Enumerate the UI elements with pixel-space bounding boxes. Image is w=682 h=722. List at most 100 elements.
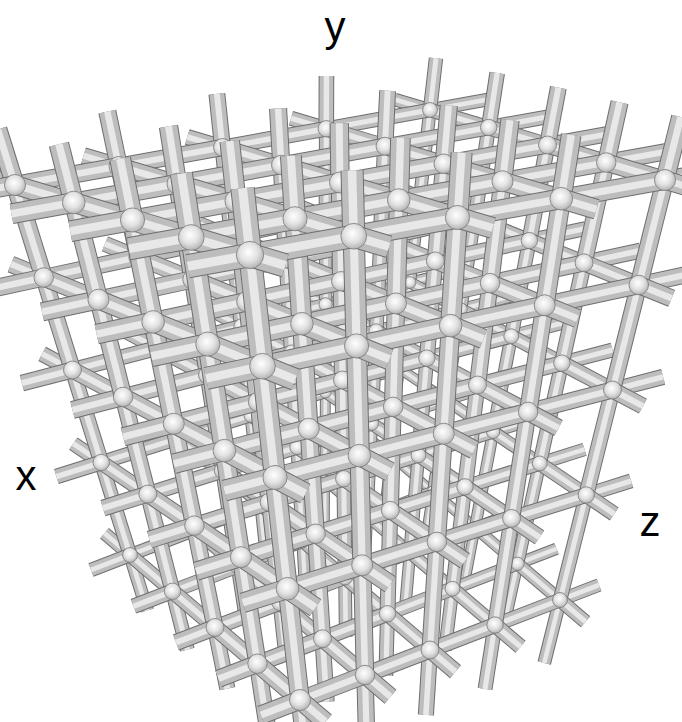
rod-highlight [437,518,512,541]
rod-outline [309,429,316,534]
lattice-joint [291,312,314,335]
lattice-joint [341,223,367,249]
rod-outline [390,407,393,510]
lattice-joint [196,332,220,356]
rod-highlight [528,305,545,412]
rod-highlight [490,181,503,283]
lattice-rod [437,434,444,542]
rod-outline [512,412,529,519]
lattice-joint [4,174,25,195]
lattice-joint [554,355,570,371]
rod-highlight [396,200,399,303]
lattice-joint [355,665,375,685]
lattice-joint [113,387,133,407]
rod-highlight [639,180,665,285]
lattice-rod [250,255,263,366]
rod-highlight [586,390,612,495]
rod-body [437,518,512,541]
lattice-rod [560,495,586,600]
lattice-joint [518,402,538,422]
rod-body [586,390,612,495]
rod-body [250,255,263,366]
lattice-rod [309,429,316,534]
rod-highlight [518,564,561,600]
rod-highlight [388,589,453,614]
lattice-joint [534,295,555,316]
lattice-joint [596,153,616,173]
lattice-rod [465,463,540,486]
lattice-joint [550,187,573,210]
rod-highlight [393,303,396,406]
rod-highlight [365,650,430,675]
lattice-joint [163,413,184,434]
axis-label: x [16,455,37,497]
rod-body [478,363,562,385]
lattice-joint [387,189,410,212]
rod-highlight [560,495,586,600]
lattice-joint [348,444,371,467]
lattice-joint [629,275,649,295]
lattice-joint [248,654,268,674]
rod-body [309,429,316,534]
rod-outline [545,199,562,306]
lattice-rod [354,236,357,346]
lattice-joint [142,311,165,334]
lattice-joint [427,532,447,552]
rod-outline [357,346,360,456]
rod-body [354,236,357,346]
lattice-joint [383,397,403,417]
lattice-rod [357,346,360,456]
lattice-joint [445,205,469,229]
rod-body [365,650,430,675]
rod-body [444,326,451,434]
rod-outline [613,285,639,390]
lattice-rod [478,363,562,385]
rod-body [357,346,360,456]
rod-outline [302,324,309,429]
lattice-rod [639,180,665,285]
rod-highlight [250,255,263,366]
lattice-rod [359,456,362,566]
rod-highlight [465,463,540,486]
rod-outline [465,463,540,486]
lattice-rod [528,305,545,412]
rod-body [512,412,529,519]
lattice-joint [578,487,594,503]
lattice-joint [276,577,299,600]
rod-outline [490,181,503,283]
lattice-rod [495,518,512,625]
lattice-joint [236,241,263,268]
lattice-joint [123,548,138,563]
lattice-joint [206,619,224,637]
rod-highlight [354,236,357,346]
lattice-joint [457,479,473,495]
lattice-rod [518,564,561,600]
lattice-joint [185,516,205,536]
rod-body [390,407,393,510]
rod-body [490,181,503,283]
lattice-rod [302,324,309,429]
rod-highlight [444,326,451,434]
lattice-joint [93,454,109,470]
lattice-joint [481,119,497,135]
rod-body [495,518,512,625]
lattice-joint [283,207,307,231]
lattice-joint [426,252,444,270]
lattice-rod [365,650,430,675]
lattice-joint [654,169,675,190]
lattice-joint [298,418,319,439]
lattice-joint [487,617,503,633]
rod-outline [359,456,362,566]
cubic-lattice [0,58,682,722]
rod-body [451,218,458,326]
axis-label: y [325,6,346,48]
rod-outline [639,180,665,285]
rod-outline [478,363,562,385]
rod-outline [365,650,430,675]
lattice-joint [139,485,157,503]
lattice-rod [444,326,451,434]
lattice-joint [419,350,435,366]
lattice-rod [362,565,365,675]
rod-highlight [390,407,393,510]
